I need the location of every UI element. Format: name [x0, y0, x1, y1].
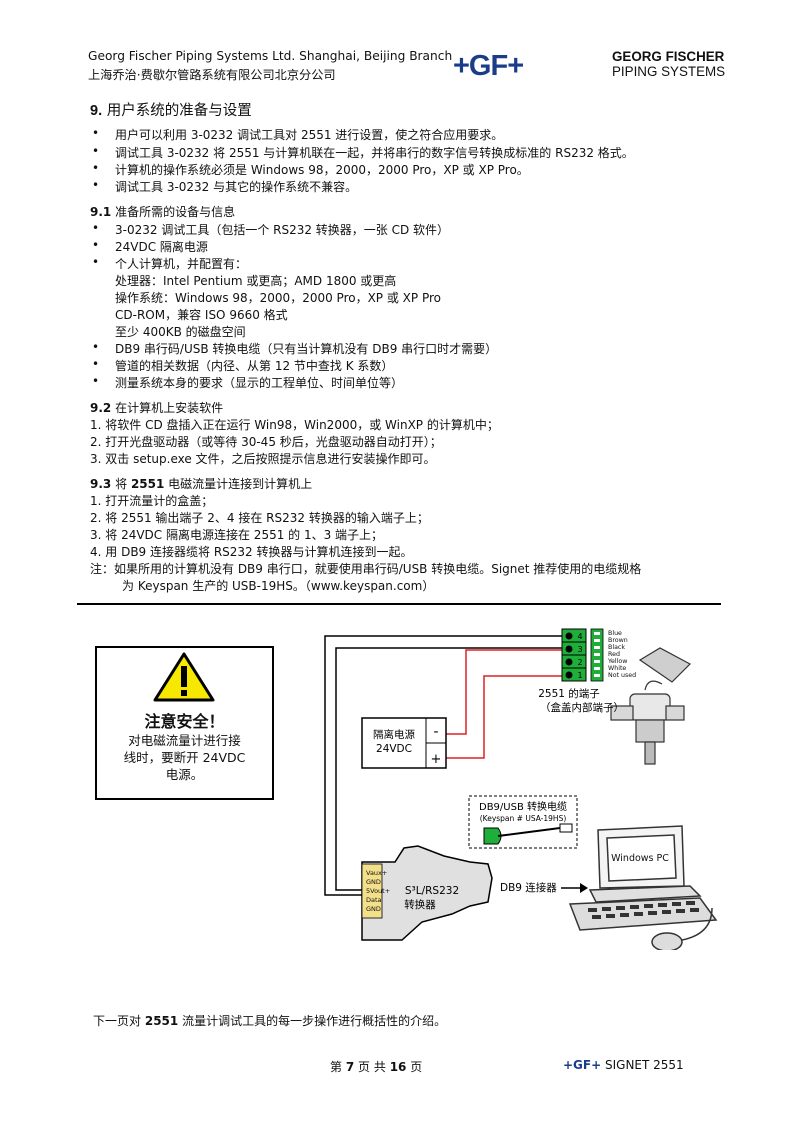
section-divider — [77, 603, 721, 605]
section-9-1-heading: 9.1 准备所需的设备与信息 — [90, 205, 236, 219]
usb-cable-label: DB9/USB 转换电缆 — [479, 800, 567, 813]
pin-label: GND — [366, 905, 381, 913]
list-item: 管道的相关数据（内径、从第 12 节中查找 K 系数） — [115, 359, 394, 373]
step: 4. 用 DB9 连接器缆将 RS232 转换器与计算机连接到一起。 — [90, 545, 413, 559]
pin-label: Vaux+ — [366, 869, 387, 877]
psu-voltage: 24VDC — [376, 743, 412, 755]
header-company-cn: 上海乔治·费歇尔管路系统有限公司北京分公司 — [88, 68, 336, 82]
wire-label: Yellow — [607, 658, 627, 665]
wire-label: White — [608, 665, 626, 672]
wire-label: Blue — [608, 630, 622, 637]
db9-label: DB9 连接器 — [500, 881, 557, 894]
wire-label: Brown — [608, 637, 628, 644]
page-number: 第 7 页 共 16 页 — [330, 1060, 423, 1074]
warning-line: 对电磁流量计进行接 — [128, 733, 241, 748]
bullet: • — [92, 374, 100, 388]
wiring-diagram: 4 3 2 1 Blue Brown Black Red Yellow Whit… — [324, 628, 718, 950]
bullet: • — [92, 126, 100, 140]
usb-cable-box: DB9/USB 转换电缆 (Keyspan # USA-19HS) — [468, 795, 578, 849]
terminal-1: 1 — [577, 671, 582, 680]
list-item: DB9 串行码/USB 转换电缆（只有当计算机没有 DB9 串行口时才需要） — [115, 342, 498, 356]
warning-triangle-icon — [153, 652, 215, 702]
step: 3. 双击 setup.exe 文件，之后按照提示信息进行安装操作即可。 — [90, 452, 436, 466]
section-9-2-heading: 9.2 在计算机上安装软件 — [90, 401, 224, 415]
bullet: • — [92, 357, 100, 371]
brand-line-2: PIPING SYSTEMS — [612, 64, 726, 79]
step: 1. 将软件 CD 盘插入正在运行 Win98，Win2000，或 WinXP … — [90, 418, 499, 432]
list-item: 个人计算机，并配置有： — [115, 257, 248, 271]
wire-label: Not used — [608, 672, 636, 679]
step: 2. 打开光盘驱动器（或等待 30-45 秒后，光盘驱动器自动打开）； — [90, 435, 442, 449]
wire-data — [324, 635, 562, 896]
bullet: • — [92, 221, 100, 235]
usb-cable-model: (Keyspan # USA-19HS) — [480, 814, 567, 823]
gf-logo: +GF+ — [453, 50, 524, 82]
pc-label: Windows PC — [611, 853, 669, 864]
wire-red-plus — [440, 675, 562, 759]
step: 1. 打开流量计的盒盖； — [90, 494, 214, 508]
converter-cn: 转换器 — [404, 898, 436, 911]
footer-product: +GF+ SIGNET 2551 — [563, 1058, 684, 1072]
flow-meter-illustration — [610, 647, 691, 765]
spec-line: CD-ROM，兼容 ISO 9660 格式 — [115, 308, 288, 322]
terminal-block: 4 3 2 1 — [561, 628, 604, 682]
spec-line: 至少 400KB 的磁盘空间 — [115, 325, 246, 339]
section-9-3-heading: 9.3 将 2551 电磁流量计连接到计算机上 — [90, 477, 313, 491]
note-line-1: 注：如果所用的计算机没有 DB9 串行口，就要使用串行码/USB 转换电缆。Si… — [90, 562, 642, 576]
list-item: 用户可以利用 3-0232 调试工具对 2551 进行设置，使之符合应用要求。 — [115, 128, 504, 142]
bullet: • — [92, 238, 100, 252]
list-item: 调试工具 3-0232 将 2551 与计算机联在一起，并将串行的数字信号转换成… — [115, 146, 634, 160]
isolated-power-supply: 隔离电源 24VDC - + — [361, 717, 447, 769]
arrow-icon — [580, 883, 588, 893]
list-item: 24VDC 隔离电源 — [115, 240, 208, 254]
terminal-caption-sub: （盒盖内部端子） — [540, 701, 624, 714]
warning-line: 电源。 — [165, 767, 204, 782]
step: 3. 将 24VDC 隔离电源连接在 2551 的 1、3 端子上； — [90, 528, 384, 542]
spec-line: 操作系统：Windows 98，2000，2000 Pro，XP 或 XP Pr… — [115, 291, 441, 305]
converter-name: S³L/RS232 — [405, 885, 459, 897]
warning-line: 线时，要断开 24VDC — [123, 750, 246, 765]
wire-label: Black — [608, 644, 625, 651]
terminal-3: 3 — [577, 645, 582, 654]
list-item: 测量系统本身的要求（显示的工程单位、时间单位等） — [115, 376, 404, 390]
step: 2. 将 2551 输出端子 2、4 接在 RS232 转换器的输入端子上； — [90, 511, 429, 525]
brand-line-1: GEORG FISCHER — [612, 49, 725, 64]
terminal-4: 4 — [577, 632, 582, 641]
list-item: 调试工具 3-0232 与其它的操作系统不兼容。 — [115, 180, 358, 194]
psu-minus: - — [433, 724, 438, 740]
rs232-converter: Vaux+ GND 5Vout+ Data GND S³L/RS232 转换器 — [361, 845, 493, 941]
psu-plus: + — [431, 752, 442, 767]
bullet: • — [92, 255, 100, 269]
wire-label: Red — [608, 651, 620, 658]
bullet: • — [92, 144, 100, 158]
bullet: • — [92, 178, 100, 192]
terminal-2: 2 — [577, 658, 582, 667]
list-item: 3-0232 调试工具（包括一个 RS232 转换器，一张 CD 软件） — [115, 223, 450, 237]
windows-pc-illustration: Windows PC — [568, 825, 718, 950]
pin-label: GND — [366, 878, 381, 886]
warning-title: 注意安全！ — [144, 712, 225, 731]
pin-label: Data — [366, 896, 382, 904]
list-item: 计算机的操作系统必须是 Windows 98，2000，2000 Pro，XP … — [115, 163, 529, 177]
bullet: • — [92, 340, 100, 354]
bullet: • — [92, 161, 100, 175]
note-line-2: 为 Keyspan 生产的 USB-19HS。（www.keyspan.com） — [122, 579, 435, 593]
section-9-heading: 9. 用户系统的准备与设置 — [90, 103, 252, 119]
header-company-en: Georg Fischer Piping Systems Ltd. Shangh… — [88, 49, 453, 63]
wire-red-minus — [440, 649, 562, 735]
spec-line: 处理器：Intel Pentium 或更高；AMD 1800 或更高 — [115, 274, 397, 288]
psu-label: 隔离电源 — [373, 728, 415, 741]
bottom-note: 下一页对 2551 流量计调试工具的每一步操作进行概括性的介绍。 — [93, 1014, 447, 1028]
pin-label: 5Vout+ — [366, 887, 390, 895]
safety-warning-box: 注意安全！ 对电磁流量计进行接 线时，要断开 24VDC 电源。 — [95, 646, 274, 800]
terminal-caption: 2551 的端子 — [538, 687, 600, 700]
wire-gnd — [335, 647, 562, 891]
